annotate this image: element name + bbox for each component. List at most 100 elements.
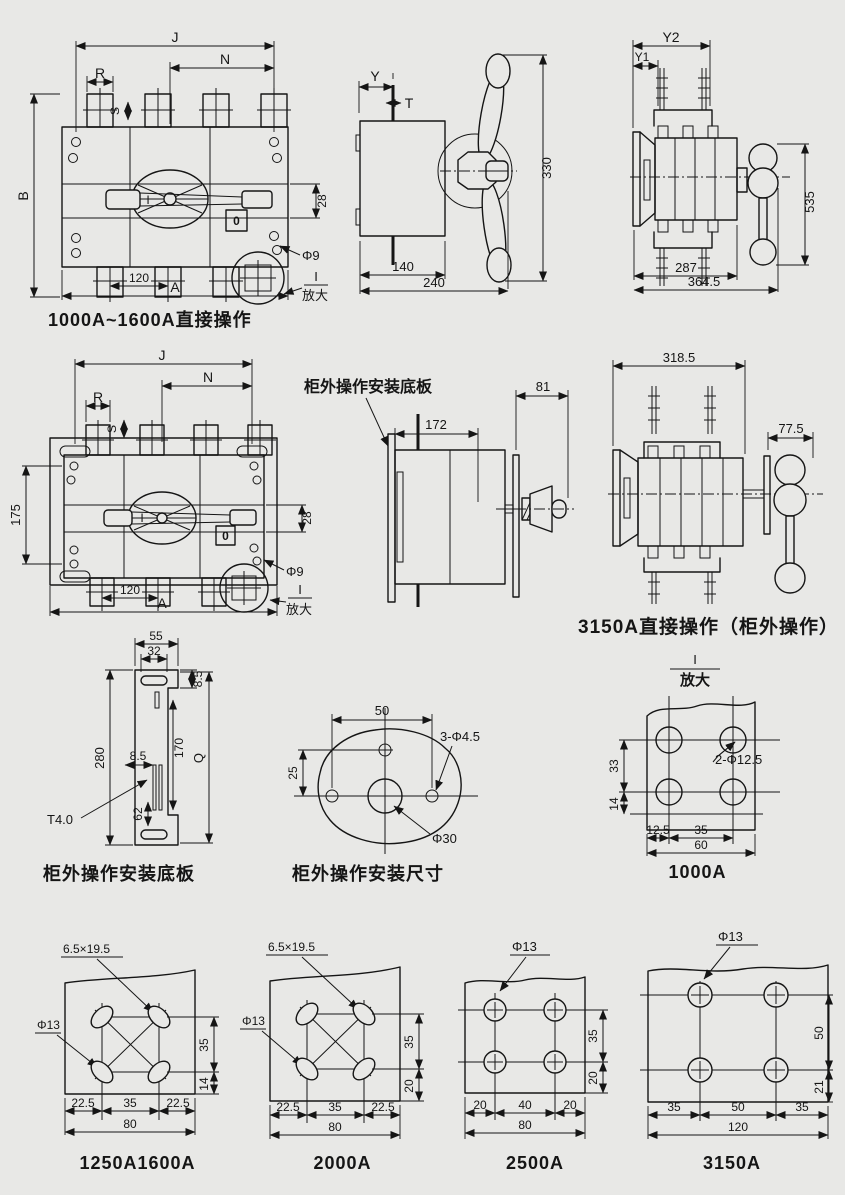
dim-label-b: B: [15, 191, 31, 200]
bottom-bracket: [643, 545, 721, 604]
side-handle-mechanism: [630, 143, 790, 266]
dim-label-s: S: [108, 107, 122, 115]
dim-label-b1: 22.5: [71, 1096, 95, 1110]
dim-label-total: 80: [123, 1117, 137, 1131]
flange: [632, 131, 641, 227]
dim-label-32: 32: [147, 644, 161, 658]
detail-word-label: 放大: [679, 671, 710, 689]
plate-label: 柜外操作安装底板: [304, 377, 433, 396]
figure-plate-detail: 55 32 8.5 280 8.5 170 Q 62 T4.0 柜外操作安装底板: [35, 629, 255, 892]
mounting-base-plate: [387, 433, 396, 603]
plate: [458, 976, 600, 1120]
dim-label-a: A: [157, 595, 167, 611]
dim-label-b2: 50: [731, 1100, 745, 1114]
caption-mount-size: 柜外操作安装尺寸: [292, 864, 444, 884]
dimensions: 33 14 2-Φ12.5 12.5 35 60: [607, 739, 762, 857]
dim-label-25: 25: [286, 766, 300, 780]
slot-size-label: 6.5×19.5: [268, 940, 315, 954]
mount-size-drawing: 50 25 3-Φ4.5 Φ30: [286, 703, 480, 854]
figure-mount-size: 50 25 3-Φ4.5 Φ30 柜外操作安装尺寸: [280, 688, 495, 893]
flange: [612, 449, 621, 547]
center-hole-label: Φ30: [432, 831, 457, 846]
cabinet-panel: [512, 454, 520, 598]
dim-label-y2: Y2: [662, 29, 679, 45]
body-top-view: [630, 68, 790, 286]
caption-3150: 3150A: [702, 1153, 762, 1173]
plate-callout: 柜外操作安装底板: [304, 377, 433, 447]
caption-1000: 1000A: [668, 862, 727, 882]
dimensions: 35 20 20 40 20 80: [464, 1009, 608, 1139]
dim-label-v1: 35: [586, 1029, 600, 1043]
dim-label-35: 35: [694, 823, 708, 837]
bottom-slot: [140, 829, 168, 840]
caption-front-direct: 1000A~1600A直接操作: [48, 310, 252, 330]
callouts: 6.5×19.5 Φ13: [35, 942, 154, 1068]
switch-body: I 0: [61, 88, 291, 305]
center-hole: [367, 778, 403, 814]
figure-front-direct: J N R S B 28 120 A: [15, 29, 340, 332]
detail-circle: [231, 251, 285, 305]
dimensions-bottom: 535 287 364.5: [633, 143, 817, 294]
dim-label-330: 330: [539, 157, 554, 179]
dimensions: 81 172: [394, 379, 569, 502]
figure-front-ext: J N R S 175 28 120 A: [8, 347, 317, 618]
handle-assembly: [437, 53, 517, 283]
top-direct-drawing: Y2 Y1: [630, 29, 817, 294]
callouts: 6.5×19.5 Φ13: [240, 940, 359, 1066]
hole-size-label: Φ13: [37, 1018, 60, 1032]
dim-label-287: 287: [675, 260, 697, 275]
mounting-holes: [66, 461, 262, 569]
dimensions: J N R S 175 28 120 A: [8, 347, 314, 616]
detail-ref-label: I: [693, 652, 697, 667]
detail-header: I 放大: [670, 652, 720, 689]
dim-label-60: 60: [694, 838, 708, 852]
dim-label-170: 170: [172, 738, 186, 758]
plate: [269, 966, 401, 1123]
figure-top-ext: 318.5 77.5: [578, 350, 845, 642]
dim-label-33: 33: [607, 759, 621, 773]
figure-2000: 6.5×19.5 Φ13 35 20 22.5 35 22.5 80 2000A: [240, 935, 445, 1185]
dimensions: Y T 330 140 240: [358, 54, 554, 295]
dim-label-b1: 35: [667, 1100, 681, 1114]
switch-body: I 0: [63, 420, 276, 613]
dim-label-n: N: [220, 51, 230, 67]
dimensions: J N R S B 28 120 A: [15, 29, 329, 300]
dim-label-b2: 35: [123, 1096, 137, 1110]
dim-label-77-5: 77.5: [778, 421, 803, 436]
top-terminals: [82, 420, 276, 456]
dim-label-y1: Y1: [635, 50, 650, 64]
dim-label-b2: 40: [518, 1098, 532, 1112]
dim-label-total: 80: [328, 1120, 342, 1134]
dimensions: 35 20 22.5 35 22.5 80: [269, 1013, 424, 1139]
dimensions: 55 32 8.5 280 8.5 170 Q 62 T4.0: [47, 629, 213, 846]
caption-2000: 2000A: [313, 1153, 372, 1173]
dim-label-v1: 35: [402, 1035, 416, 1049]
front-direct-drawing: J N R S B 28 120 A: [15, 29, 329, 305]
dim-label-total: 80: [518, 1118, 532, 1132]
external-handle: [608, 454, 823, 594]
operating-handle: I 0: [103, 491, 257, 546]
detail-ref-label: I: [298, 582, 302, 597]
figure-side-handle: Y T 330 140 240: [345, 13, 565, 298]
dim-label-240: 240: [423, 275, 445, 290]
figure-3150: Φ13 50 21 35 50 35 120 3150A: [618, 925, 845, 1185]
dim-label-v1: 50: [812, 1026, 826, 1040]
dim-label-b3: 22.5: [371, 1100, 395, 1114]
operating-handle: I 0: [105, 169, 273, 232]
dim-label-q: Q: [191, 753, 206, 763]
dim-label-j: J: [159, 347, 166, 363]
bottom-terminals: [93, 266, 243, 302]
dimensions-top: Y2 Y1: [632, 29, 711, 128]
dimensions: 50 25 3-Φ4.5 Φ30: [286, 703, 480, 846]
holes-label: 2-Φ12.5: [715, 752, 762, 767]
handle-knob-bottom: [486, 247, 512, 283]
thickness-label: T4.0: [47, 812, 73, 827]
dim-label-a: A: [170, 279, 180, 295]
bottom-terminals: [86, 577, 230, 611]
cabinet-panel: [763, 455, 771, 535]
handle-off-mark: 0: [233, 214, 240, 228]
dim-label-8-5-mid: 8.5: [130, 749, 147, 763]
plate-detail-drawing: 55 32 8.5 280 8.5 170 Q 62 T4.0: [47, 629, 213, 846]
handle-off-mark: 0: [222, 529, 229, 543]
top-ext-drawing: 318.5 77.5: [608, 350, 823, 604]
